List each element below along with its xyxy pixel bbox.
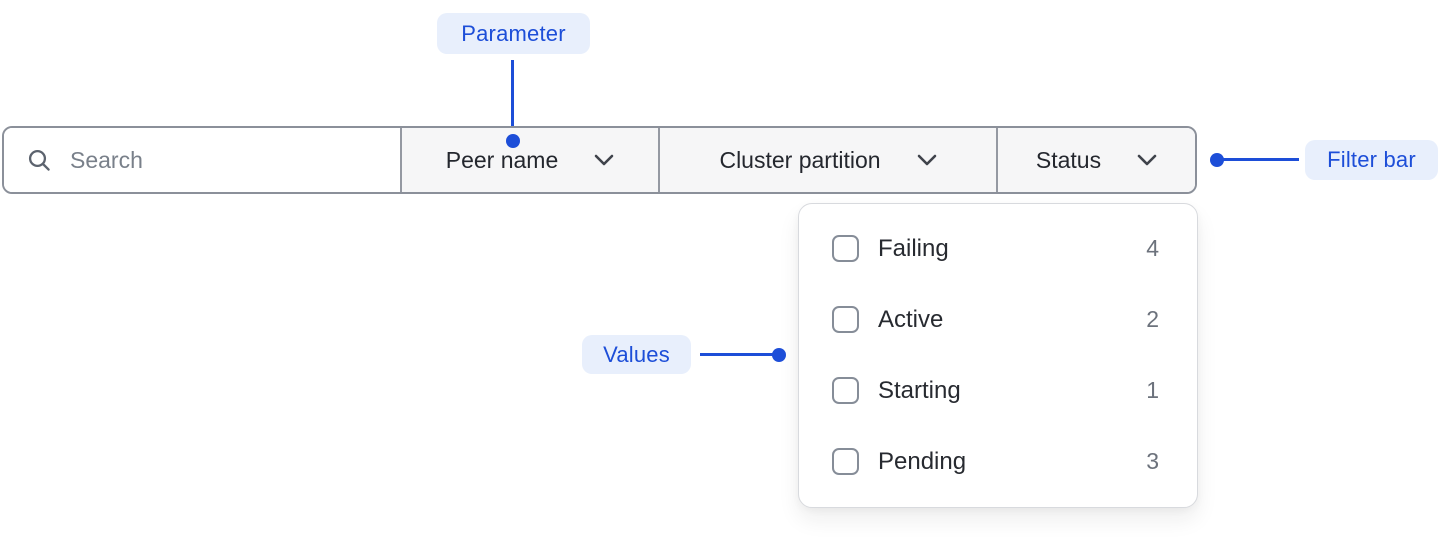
- annotation-filter-bar-label: Filter bar: [1327, 147, 1416, 172]
- annotation-values-connector-dot: [772, 348, 786, 362]
- chevron-down-icon: [594, 154, 614, 166]
- option-count: 4: [1146, 235, 1159, 261]
- filter-dropdown-cluster-partition-label: Cluster partition: [719, 146, 881, 173]
- filter-dropdown-peer-name-label: Peer name: [445, 146, 559, 173]
- option-count: 2: [1146, 306, 1159, 332]
- search-input[interactable]: [68, 145, 390, 175]
- dropdown-option-active[interactable]: Active 2: [799, 284, 1197, 355]
- chevron-down-icon: [1137, 154, 1157, 166]
- option-label: Starting: [878, 376, 961, 404]
- chevron-down-icon: [917, 154, 936, 166]
- starting-checkbox[interactable]: [832, 377, 859, 404]
- option-label: Pending: [878, 447, 967, 475]
- option-label: Active: [878, 305, 944, 333]
- filter-dropdown-cluster-partition[interactable]: Cluster partition: [658, 128, 996, 192]
- annotation-values-badge: Values: [582, 335, 691, 374]
- annotation-parameter-badge: Parameter: [437, 13, 590, 54]
- annotation-filter-bar-connector-dot: [1210, 153, 1224, 167]
- status-values-dropdown-panel: Failing 4 Active 2 Starting 1 Pending 3: [798, 203, 1198, 508]
- filter-dropdown-peer-name[interactable]: Peer name: [400, 128, 658, 192]
- option-count: 3: [1146, 448, 1159, 474]
- annotation-filter-bar-connector-line: [1217, 158, 1299, 161]
- dropdown-option-pending[interactable]: Pending 3: [799, 426, 1197, 497]
- dropdown-option-failing[interactable]: Failing 4: [799, 213, 1197, 284]
- filter-bar: Peer name Cluster partition Status: [2, 126, 1197, 194]
- filter-dropdown-status-label: Status: [1035, 146, 1102, 173]
- search-icon: [28, 149, 50, 171]
- annotation-values-connector-line: [700, 353, 779, 356]
- annotation-parameter-label: Parameter: [461, 20, 566, 46]
- active-checkbox[interactable]: [832, 306, 859, 333]
- pending-checkbox[interactable]: [832, 448, 859, 475]
- annotation-parameter-connector-dot: [506, 134, 520, 148]
- failing-checkbox[interactable]: [832, 235, 859, 262]
- annotation-values-label: Values: [603, 341, 670, 367]
- option-count: 1: [1146, 377, 1159, 403]
- filter-dropdown-status[interactable]: Status: [996, 128, 1195, 192]
- search-section: [4, 128, 400, 192]
- annotation-parameter-connector-line: [511, 60, 514, 134]
- option-label: Failing: [878, 234, 949, 262]
- annotation-filter-bar-badge: Filter bar: [1305, 140, 1438, 180]
- dropdown-option-starting[interactable]: Starting 1: [799, 355, 1197, 426]
